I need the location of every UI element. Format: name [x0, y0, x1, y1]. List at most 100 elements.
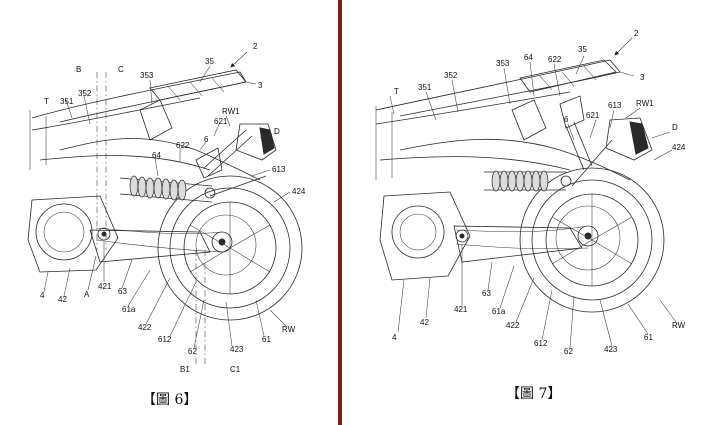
- brake-disc: [555, 205, 621, 271]
- rack-bar: [539, 65, 597, 91]
- label-613: 613: [608, 101, 622, 110]
- seat-lower-line: [375, 91, 571, 125]
- seat-lower-line: [31, 97, 201, 131]
- tail-light-inner: [259, 127, 275, 155]
- label-b: B: [76, 65, 81, 74]
- label-63: 63: [118, 287, 127, 296]
- panel-divider: [338, 0, 342, 425]
- label-62: 62: [564, 347, 573, 356]
- fig7-leader-lines: [389, 37, 677, 349]
- label-35: 35: [205, 57, 214, 66]
- brake-disc: [195, 214, 257, 276]
- engine-cover-inner: [43, 211, 85, 253]
- drive-belt: [455, 225, 589, 250]
- label-351: 351: [60, 97, 74, 106]
- body-panel-T: [375, 106, 393, 180]
- rear-rack: [519, 59, 617, 93]
- label-621: 621: [586, 111, 600, 120]
- label-35: 35: [578, 45, 587, 54]
- axle: [218, 238, 226, 246]
- label-t: T: [394, 87, 399, 96]
- engine-cover: [391, 205, 445, 259]
- rear-tire-inner: [169, 187, 291, 309]
- label-352: 352: [444, 71, 458, 80]
- pivot-dot: [101, 231, 107, 237]
- label-6: 6: [204, 135, 209, 144]
- label-61: 61: [262, 335, 271, 344]
- swingarm-42: [89, 229, 211, 263]
- label-63: 63: [482, 289, 491, 298]
- frame-bracket: [511, 99, 547, 141]
- swingarm-42: [453, 225, 583, 263]
- frame-tube: [399, 138, 631, 181]
- label-2: 2: [634, 29, 639, 38]
- label-612: 612: [534, 339, 548, 348]
- label-424: 424: [672, 143, 686, 152]
- label-rw1: RW1: [636, 99, 654, 108]
- label-621: 621: [214, 117, 228, 126]
- label-2: 2: [253, 42, 258, 51]
- shock-absorber: [119, 175, 216, 203]
- label-613: 613: [272, 165, 286, 174]
- label-42: 42: [58, 295, 67, 304]
- fig6-leader-lines: [43, 51, 291, 349]
- label-61a: 61a: [122, 305, 136, 314]
- rear-tire-outer: [519, 167, 665, 313]
- label-6: 6: [564, 115, 569, 124]
- arm-613: [571, 139, 613, 187]
- label-t: T: [44, 97, 49, 106]
- label-3: 3: [640, 73, 645, 82]
- label-a: A: [84, 290, 90, 299]
- label-rw: RW: [282, 325, 296, 334]
- label-64: 64: [152, 151, 161, 160]
- frame-tube-2: [379, 156, 571, 171]
- axle: [584, 232, 592, 240]
- arm-621: [203, 129, 253, 177]
- tail-light-inner: [629, 121, 649, 155]
- label-61a: 61a: [492, 307, 506, 316]
- label-b1: B1: [180, 365, 190, 374]
- label-3: 3: [258, 81, 263, 90]
- frame-tube-2: [39, 155, 211, 171]
- label-64: 64: [524, 53, 533, 62]
- label-423: 423: [604, 345, 618, 354]
- crankcase: [379, 191, 471, 281]
- label-62: 62: [188, 347, 197, 356]
- label-612: 612: [158, 335, 172, 344]
- label-rw: RW: [672, 321, 686, 330]
- label-421: 421: [98, 282, 112, 291]
- figure-7-drawing: 2 3 35 622 64 353 352 T 351 621 613 RW1 …: [375, 29, 686, 402]
- label-c1: C1: [230, 365, 241, 374]
- label-d: D: [274, 127, 280, 136]
- crankcase: [27, 195, 119, 273]
- engine-cover: [35, 203, 93, 261]
- frame-bracket-353: [139, 99, 173, 141]
- label-rw1: RW1: [222, 107, 240, 116]
- rear-rack: [149, 69, 247, 101]
- label-353: 353: [140, 71, 154, 80]
- body-panel-T: [29, 110, 47, 170]
- label-c: C: [118, 65, 124, 74]
- bracket-622: [559, 95, 585, 129]
- label-421: 421: [454, 305, 468, 314]
- wheel-spokes: [189, 202, 271, 294]
- label-352: 352: [78, 89, 92, 98]
- label-423: 423: [230, 345, 244, 354]
- label-422: 422: [138, 323, 152, 332]
- tail-light: [235, 123, 277, 161]
- rear-tire-inner: [531, 179, 653, 301]
- seat-upper-line: [375, 59, 621, 117]
- seat-upper-line: [31, 71, 247, 123]
- label-4: 4: [392, 333, 397, 342]
- label-42: 42: [420, 318, 429, 327]
- drive-belt: [95, 227, 223, 253]
- label-622: 622: [548, 55, 562, 64]
- label-353: 353: [496, 59, 510, 68]
- bracket-622: [195, 147, 223, 179]
- figure-6-caption: 【圖 6】: [142, 392, 197, 408]
- label-4: 4: [40, 291, 45, 300]
- arm-621: [565, 121, 593, 171]
- shock-absorber: [484, 170, 572, 192]
